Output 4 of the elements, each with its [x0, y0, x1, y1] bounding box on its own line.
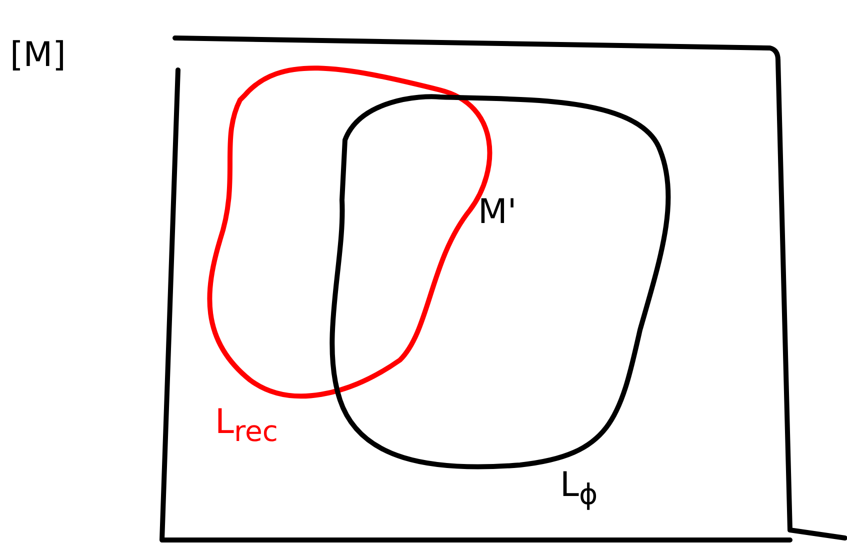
set-label: M' [478, 195, 517, 229]
set-label: L$_{ϕ}$ [560, 468, 598, 510]
set-label: L$_{rec}$ [215, 405, 278, 446]
set-label: [M] [10, 38, 66, 72]
